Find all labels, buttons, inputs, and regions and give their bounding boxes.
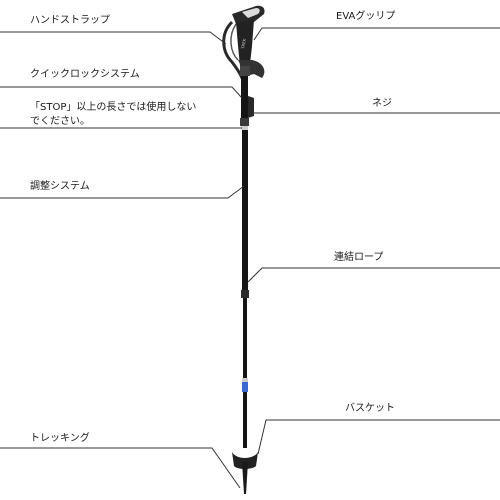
stop-mark [241,126,248,130]
label-stop-warning-line2: でください。 [30,116,90,127]
leader-quick-lock [0,86,243,99]
basket [232,452,258,469]
label-screw: ネジ [372,98,392,109]
label-basket: バスケット [345,403,395,414]
grip-highlight [242,8,260,18]
label-eva-grip: EVAグッリプ [336,11,396,22]
leader-hand-strap [0,31,227,45]
grip-logo-text: TREK [240,38,247,50]
leader-lines [0,27,500,489]
leader-rope [247,267,500,283]
adjust-collar [241,290,249,298]
upper-shaft [241,76,248,126]
leader-basket [257,419,500,455]
label-hand-strap: ハンドストラップ [30,15,110,26]
shaft-band [242,378,248,382]
hand-strap-inner [230,23,239,61]
basket-arm-left [233,455,245,463]
label-trekking: トレッキング [30,433,90,444]
leader-adjust [0,185,245,199]
label-adjust-system: 調整システム [30,181,90,192]
strap-clip [238,60,265,78]
leader-eva-grip [253,27,500,41]
label-stop-warning-line1: 「STOP」以上の長さでは使用しない [30,102,197,113]
grip-collar [240,66,250,76]
label-quick-lock-system: クイックロックシステム [30,69,140,80]
middle-shaft [242,130,248,290]
quick-lock-lever [248,96,254,118]
label-connecting-rope: 連結ロープ [334,252,384,263]
leader-trekking [0,447,241,489]
basket-arm-right [245,455,257,463]
eva-grip [236,20,254,66]
tip [242,462,248,494]
lock-ring [240,118,249,126]
trekking-pole: TREK [222,5,265,494]
tip-shaft [243,392,247,448]
lower-shaft [243,298,247,378]
blue-band [242,382,248,392]
